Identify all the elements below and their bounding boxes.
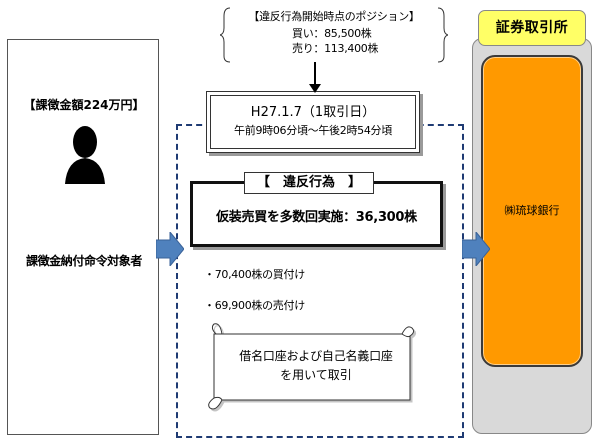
- fine-amount-label: 【課徴金額224万円】: [23, 98, 145, 112]
- exchange-title: 証券取引所: [478, 10, 586, 46]
- person-icon: [65, 126, 105, 184]
- scroll-icon: [208, 323, 415, 410]
- initial-position-box: 【違反行為開始時点のポジション】 買い：85,500株 売り：113,400株: [220, 6, 448, 64]
- down-arrow-icon: [309, 62, 321, 93]
- violation-tag: 【 違反行為 】: [244, 172, 374, 194]
- subject-name: 課徴金納付命令対象者: [25, 254, 142, 268]
- violation-box: 仮装売買を多数回実施：36,300株: [190, 181, 443, 247]
- trading-date: H27.1.7（1取引日）: [250, 105, 376, 120]
- curly-bracket-frame: [220, 7, 448, 63]
- trading-time-range: 午前9時06分頃～午後2時54分頃: [234, 124, 392, 137]
- position-sell: 売り：113,400株: [292, 42, 379, 55]
- bank-box: ㈱琉球銀行: [481, 55, 583, 367]
- violation-description: 仮装売買を多数回実施：36,300株: [216, 210, 417, 225]
- trading-date-box: H27.1.7（1取引日） 午前9時06分頃～午後2時54分頃: [206, 91, 420, 153]
- right-arrow-icon: [462, 232, 490, 266]
- bullet-buy: ・70,400株の買付け: [204, 268, 305, 281]
- bank-name: ㈱琉球銀行: [504, 204, 560, 217]
- scroll-text-line2: を用いて取引: [280, 368, 352, 382]
- position-buy: 買い：85,500株: [292, 27, 372, 40]
- scroll-text-line1: 借名口座および自己名義口座: [239, 349, 393, 363]
- right-arrow-icon: [156, 232, 184, 266]
- position-title: 【違反行為開始時点のポジション】: [248, 10, 420, 23]
- subject-box: 【課徴金額224万円】 課徴金納付命令対象者: [7, 39, 159, 435]
- bullet-sell: ・69,900株の売付け: [204, 299, 305, 312]
